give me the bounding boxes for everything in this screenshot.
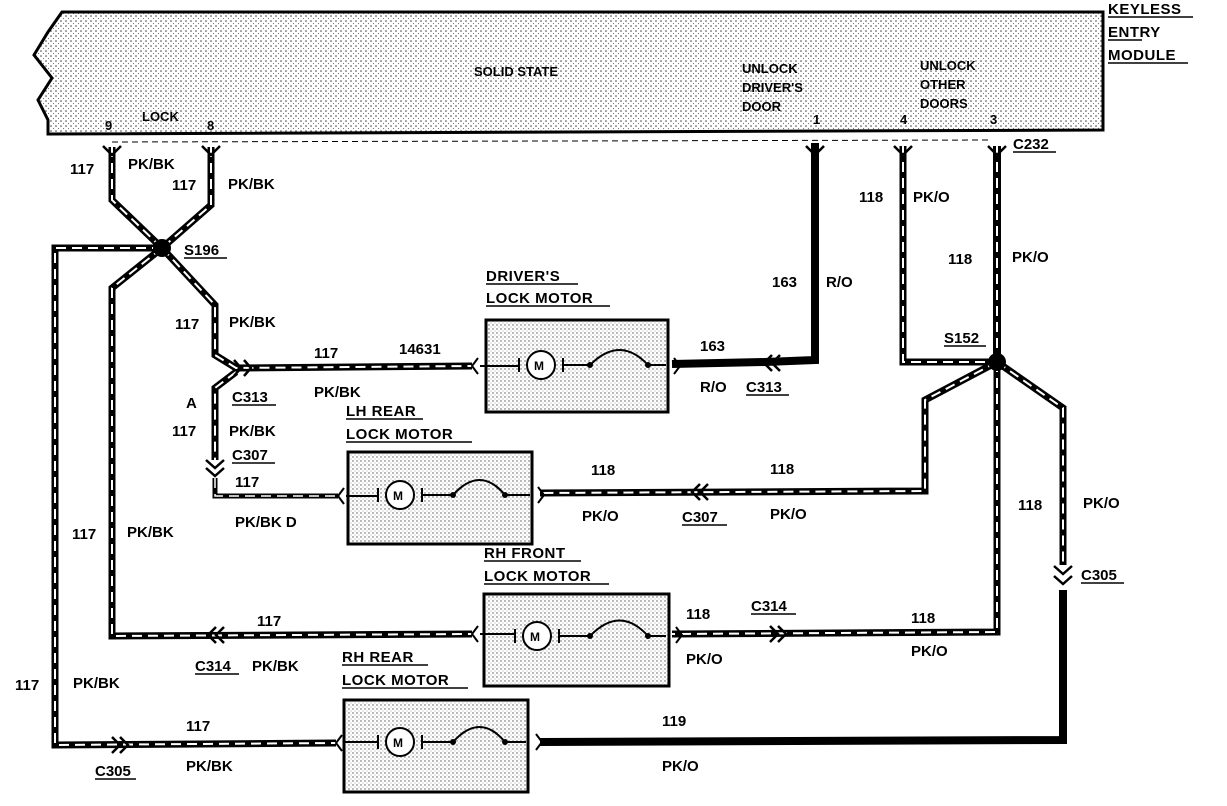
keyless-entry-module: KEYLESS ENTRY MODULE SOLID STATE LOCK 9 … xyxy=(32,1,1193,153)
module-body-label: SOLID STATE xyxy=(474,64,558,79)
rh-front-motor-title-2: LOCK MOTOR xyxy=(484,568,591,585)
unlock-driver-line-3: DOOR xyxy=(742,99,782,114)
connector-c307-mid: C307 xyxy=(682,509,718,526)
connector-c314-right: C314 xyxy=(751,598,788,615)
rh-rear-motor-symbol: M xyxy=(393,736,403,750)
circuit-119: 119 xyxy=(662,713,686,730)
color-pkbk-rhf: PK/BK xyxy=(252,658,299,675)
rh-rear-motor-title-1: RH REAR xyxy=(342,649,414,666)
circuit-163-vertical: 163 xyxy=(772,274,797,291)
module-body xyxy=(32,10,1105,136)
circuit-118-a: 118 xyxy=(859,189,883,206)
color-pko-lhr-right: PK/O xyxy=(770,506,807,523)
circuit-118-lhr-left: 118 xyxy=(591,462,615,479)
color-pkbk-rhr: PK/BK xyxy=(186,758,233,775)
color-pkbk-pin9: PK/BK xyxy=(128,156,175,173)
color-pko-lhr-left: PK/O xyxy=(582,508,619,525)
circuit-118-c: 118 xyxy=(1018,497,1042,514)
circuit-117-left-inner: 117 xyxy=(72,526,96,543)
connector-c314-left: C314 xyxy=(195,658,232,675)
circuit-118-rhf-right: 118 xyxy=(911,610,935,627)
wire-118-network xyxy=(539,146,1067,746)
circuit-117-rhr: 117 xyxy=(186,718,210,735)
unlock-driver-line-2: DRIVER'S xyxy=(742,80,803,95)
circuit-14631: 14631 xyxy=(399,341,441,358)
splice-s196-dot xyxy=(153,239,171,257)
circuit-117-pin9: 117 xyxy=(70,161,94,178)
circuit-117-left-outer: 117 xyxy=(15,677,39,694)
module-title-line-3: MODULE xyxy=(1108,47,1176,64)
rh-front-lock-motor: M RH FRONT LOCK MOTOR xyxy=(470,545,684,688)
color-pkbk-left-inner: PK/BK xyxy=(127,524,174,541)
rh-front-motor-symbol: M xyxy=(530,630,540,644)
color-pko-a: PK/O xyxy=(913,189,950,206)
pin-3-label: 3 xyxy=(990,112,997,127)
pin-a-label: A xyxy=(186,395,197,412)
circuit-117-pin8: 117 xyxy=(172,177,196,194)
circuit-117-rhf: 117 xyxy=(257,613,281,630)
splice-s196-label: S196 xyxy=(184,242,219,259)
driver-motor-title-1: DRIVER'S xyxy=(486,268,560,285)
lh-rear-lock-motor: M LH REAR LOCK MOTOR xyxy=(336,403,546,546)
color-ro-vertical: R/O xyxy=(826,274,853,291)
unlock-driver-line-1: UNLOCK xyxy=(742,61,798,76)
connector-c307-left: C307 xyxy=(232,447,268,464)
color-pkbk-mid: PK/BK xyxy=(229,314,276,331)
color-pkbk-pin8: PK/BK xyxy=(228,176,275,193)
lh-rear-motor-symbol: M xyxy=(393,489,403,503)
rh-front-motor-title-1: RH FRONT xyxy=(484,545,566,562)
wire-163 xyxy=(671,143,819,368)
color-pko-b: PK/O xyxy=(1012,249,1049,266)
driver-motor-symbol: M xyxy=(534,359,544,373)
color-pko-rhr: PK/O xyxy=(662,758,699,775)
unlock-other-line-2: OTHER xyxy=(920,77,966,92)
connector-c305-right: C305 xyxy=(1081,567,1117,584)
color-pkbk-lhr-vertical: PK/BK xyxy=(229,423,276,440)
circuit-118-b: 118 xyxy=(948,251,972,268)
color-pko-rhf-left: PK/O xyxy=(686,651,723,668)
unlock-other-line-1: UNLOCK xyxy=(920,58,976,73)
lh-rear-motor-title-1: LH REAR xyxy=(346,403,416,420)
splice-s152-dot xyxy=(988,353,1006,371)
circuit-117-lhr-vertical: 117 xyxy=(172,423,196,440)
lock-label: LOCK xyxy=(142,109,179,124)
circuit-117-mid: 117 xyxy=(175,316,199,333)
connector-c313-left: C313 xyxy=(232,389,268,406)
pin-9-label: 9 xyxy=(105,118,112,133)
pin-4-label: 4 xyxy=(900,112,908,127)
connector-c305-left: C305 xyxy=(95,763,131,780)
pin-1-label: 1 xyxy=(813,112,820,127)
driver-motor-title-2: LOCK MOTOR xyxy=(486,290,593,307)
circuit-163-bottom: 163 xyxy=(700,338,725,355)
module-title-line-1: KEYLESS xyxy=(1108,1,1182,18)
wire-117-network xyxy=(51,147,473,749)
connector-c232: C232 xyxy=(1013,136,1049,153)
rh-rear-lock-motor: M RH REAR LOCK MOTOR xyxy=(334,649,544,794)
wire-labels: 117 PK/BK 117 PK/BK S196 117 PK/BK 117 1… xyxy=(15,156,1124,780)
lh-rear-motor-title-2: LOCK MOTOR xyxy=(346,426,453,443)
circuit-117-lhr-horizontal: 117 xyxy=(235,474,259,491)
connector-c313-right: C313 xyxy=(746,379,782,396)
splice-s152-label: S152 xyxy=(944,330,979,347)
color-pkbk-left-outer: PK/BK xyxy=(73,675,120,692)
rh-rear-motor-title-2: LOCK MOTOR xyxy=(342,672,449,689)
color-pko-c: PK/O xyxy=(1083,495,1120,512)
unlock-other-line-3: DOORS xyxy=(920,96,968,111)
driver-lock-motor: M DRIVER'S LOCK MOTOR xyxy=(470,268,682,414)
color-pkbk-d: PK/BK D xyxy=(235,514,297,531)
color-pko-rhf-right: PK/O xyxy=(911,643,948,660)
pin-8-label: 8 xyxy=(207,118,214,133)
circuit-117-driver: 117 xyxy=(314,345,338,362)
color-pkbk-driver: PK/BK xyxy=(314,384,361,401)
color-ro-bottom: R/O xyxy=(700,379,727,396)
module-title-line-2: ENTRY xyxy=(1108,24,1161,41)
connector-symbols xyxy=(102,145,1073,754)
circuit-118-rhf-left: 118 xyxy=(686,606,710,623)
circuit-118-lhr-right: 118 xyxy=(770,461,794,478)
